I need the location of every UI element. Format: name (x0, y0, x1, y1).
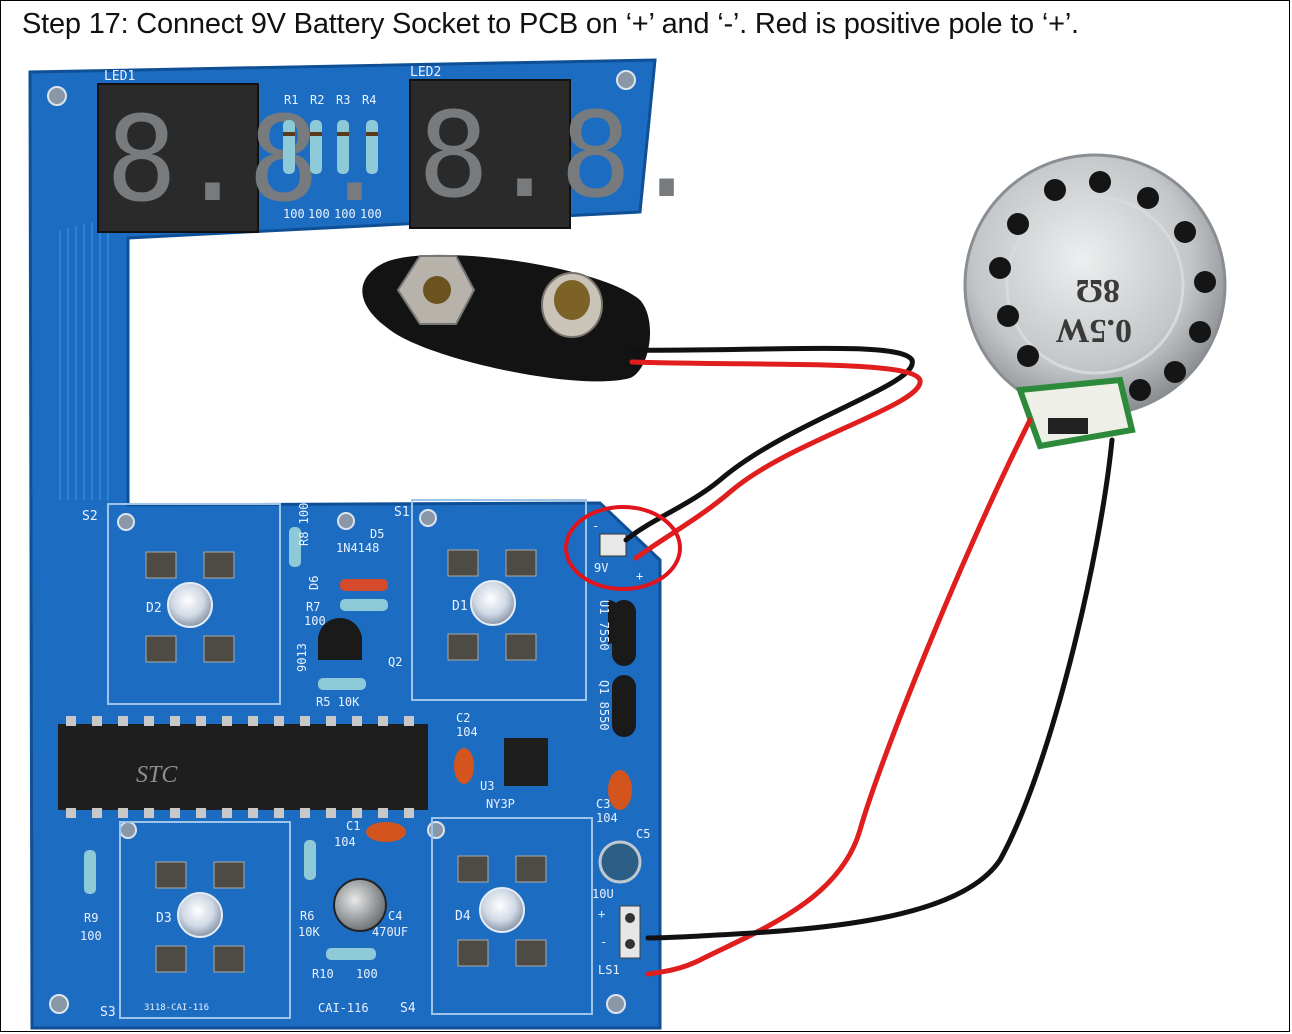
svg-text:1N4148: 1N4148 (336, 541, 379, 555)
svg-text:100: 100 (356, 967, 378, 981)
svg-text:D3: D3 (156, 911, 172, 926)
svg-text:U3: U3 (480, 779, 494, 793)
speaker-wires (645, 417, 1115, 977)
svg-text:100: 100 (360, 207, 382, 221)
mounting-holes (47, 70, 636, 1014)
svg-text:10U: 10U (592, 887, 614, 901)
svg-text:104: 104 (456, 725, 478, 739)
led2-display: 8.8. (409, 79, 702, 229)
svg-text:STC: STC (136, 762, 178, 788)
led1-label: LED1 (104, 69, 135, 84)
svg-text:NY3P: NY3P (486, 797, 515, 811)
battery-terminal: - + 9V (592, 519, 643, 583)
switch-led-labels: S1 S2 S3 S4 D1 D2 D3 D4 (82, 505, 471, 1020)
svg-text:104: 104 (334, 835, 356, 849)
middle-components (289, 527, 388, 690)
resistors-r1-r4 (283, 120, 378, 174)
svg-text:Q1 8550: Q1 8550 (597, 680, 611, 731)
svg-text:S2: S2 (82, 509, 98, 524)
svg-text:R5 10K: R5 10K (316, 695, 360, 709)
step-caption: Step 17: Connect 9V Battery Socket to PC… (22, 8, 1079, 40)
svg-text:-: - (600, 935, 607, 949)
led2-label: LED2 (410, 65, 441, 80)
svg-text:Q2: Q2 (388, 655, 402, 669)
svg-text:8.8.: 8.8. (418, 86, 702, 224)
right-components (598, 600, 642, 959)
battery-wires (623, 345, 923, 561)
svg-text:100: 100 (283, 207, 305, 221)
small-parts (84, 738, 548, 960)
svg-text:C3: C3 (596, 797, 610, 811)
svg-text:10K: 10K (298, 925, 320, 939)
speaker-rating: 0.5W (1056, 312, 1133, 349)
svg-text:R6: R6 (300, 909, 314, 923)
svg-text:C5: C5 (636, 827, 650, 841)
led-domes (167, 580, 525, 938)
speaker: 0.5W 8Ω (963, 153, 1227, 450)
svg-text:3118-CAI-116: 3118-CAI-116 (144, 1003, 209, 1013)
svg-text:R8 100: R8 100 (297, 503, 311, 546)
svg-text:R7: R7 (306, 600, 320, 614)
svg-text:C2: C2 (456, 711, 470, 725)
svg-text:CAI-116: CAI-116 (318, 1001, 369, 1015)
svg-text:-: - (592, 519, 599, 533)
mcu-chip: STC (58, 716, 428, 818)
svg-text:D5: D5 (370, 527, 384, 541)
svg-text:100: 100 (334, 207, 356, 221)
svg-text:9013: 9013 (295, 643, 309, 672)
svg-text:C4: C4 (388, 909, 402, 923)
svg-text:+: + (636, 569, 643, 583)
svg-text:S1: S1 (394, 505, 410, 520)
svg-text:U1 7550: U1 7550 (597, 600, 611, 651)
svg-text:100: 100 (80, 929, 102, 943)
svg-text:9V: 9V (594, 561, 608, 575)
r-labels: R1 R2 R3 R4 100 100 100 100 (283, 93, 382, 221)
svg-text:D4: D4 (455, 909, 471, 924)
svg-text:R1: R1 (284, 93, 298, 107)
svg-text:C1: C1 (346, 819, 360, 833)
switch-pads (145, 549, 547, 973)
svg-text:100: 100 (304, 614, 326, 628)
middle-labels: R8 100 D5 1N4148 D6 R7 100 9013 Q2 R5 10… (295, 503, 402, 709)
svg-text:+: + (598, 907, 605, 921)
svg-text:D6: D6 (307, 576, 321, 590)
svg-text:D1: D1 (452, 599, 468, 614)
svg-text:100: 100 (308, 207, 330, 221)
svg-text:R9: R9 (84, 911, 98, 925)
battery-snap (362, 254, 651, 382)
lower-labels: C2 104 U3 NY3P C1 104 R9 100 R6 10K C4 4… (80, 711, 515, 1015)
svg-text:S3: S3 (100, 1005, 116, 1020)
svg-text:R3: R3 (336, 93, 350, 107)
speaker-impedance: 8Ω (1076, 272, 1120, 309)
svg-text:470UF: 470UF (372, 925, 408, 939)
connection-highlight-circle (564, 505, 682, 591)
svg-text:LS1: LS1 (598, 963, 620, 977)
svg-text:D2: D2 (146, 601, 162, 616)
svg-text:S4: S4 (400, 1001, 416, 1016)
right-labels: U1 7550 Q1 8550 C3 104 C5 10U + - LS1 (592, 600, 650, 977)
svg-text:104: 104 (596, 811, 618, 825)
svg-text:R10: R10 (312, 967, 334, 981)
svg-text:R2: R2 (310, 93, 324, 107)
pcb-traces (59, 218, 109, 500)
switch-blocks (107, 499, 593, 1019)
svg-text:R4: R4 (362, 93, 376, 107)
